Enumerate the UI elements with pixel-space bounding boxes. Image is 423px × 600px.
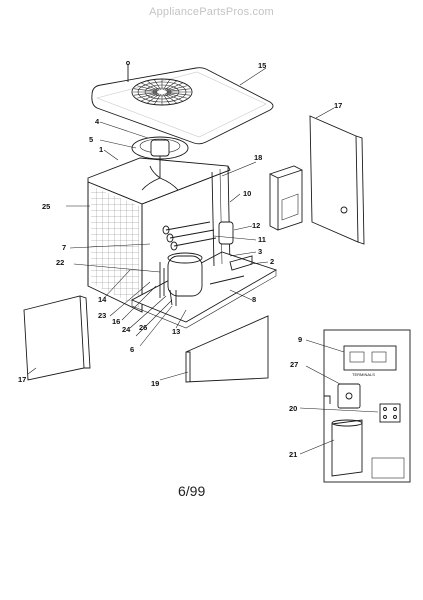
callout-23: 23 [98,311,106,320]
grille-spoke [166,92,188,99]
grille-spoke [154,79,161,91]
callout-1: 1 [99,145,103,154]
access-panel-left [23,295,91,381]
side-panel-lower [185,315,269,383]
callout-20: 20 [289,404,297,413]
grille-spoke [163,93,170,105]
date-code: 6/99 [178,483,205,499]
callout-6: 6 [130,345,134,354]
control-box-bracket [269,165,303,231]
compressor-assembly [159,221,253,306]
callout-15: 15 [258,61,266,70]
grille-spoke [141,93,159,102]
condenser-cabinet [87,157,278,329]
callout-8: 8 [252,295,256,304]
callout-17-right: 17 [334,101,342,110]
grille-spoke [136,92,158,99]
callout-2: 2 [270,257,274,266]
callout-3: 3 [258,247,262,256]
callout-22: 22 [56,258,64,267]
callout-4: 4 [95,117,100,126]
callout-27: 27 [290,360,298,369]
grille-spoke [147,93,160,104]
callout-10: 10 [243,189,251,198]
grille-spoke [163,79,170,91]
callout-5: 5 [89,135,93,144]
callout-11: 11 [258,235,266,244]
callout-24: 24 [122,325,131,334]
grille-spoke [154,93,161,105]
grille-spoke [164,80,177,91]
access-panel-right [309,115,365,245]
terminals-label: TERMINALS [352,372,375,377]
grille-spoke [165,93,183,102]
grille-spoke [166,85,188,92]
grille-spoke [136,85,158,92]
callout-12: 12 [252,221,260,230]
callout-labels: 15 17 4 5 1 18 10 12 25 7 11 3 2 22 8 14… [18,61,342,459]
callout-26: 26 [139,323,147,332]
cover-screw [126,61,130,82]
grille-spoke [133,88,158,92]
callout-21: 21 [289,450,297,459]
grille-spoke [166,88,191,92]
leader-lines [27,67,379,455]
grille-spoke [141,82,159,91]
callout-7: 7 [62,243,66,252]
grille-spoke [133,92,158,96]
callout-19: 19 [151,379,159,388]
callout-17-left: 17 [18,375,26,384]
fan-guard [131,78,193,106]
top-cover [91,67,274,145]
callout-9: 9 [298,335,302,344]
control-panel-box: TERMINALS [323,329,411,483]
grille-spoke [166,92,191,96]
callout-16: 16 [112,317,120,326]
callout-18: 18 [254,153,262,162]
callout-25: 25 [42,202,50,211]
grille-spoke [164,93,177,104]
fan-motor-assembly [131,136,189,191]
callout-13: 13 [172,327,180,336]
grille-spoke [147,80,160,91]
grille-spoke [165,82,183,91]
watermark-text: AppliancePartsPros.com [149,6,274,18]
callout-14: 14 [98,295,107,304]
